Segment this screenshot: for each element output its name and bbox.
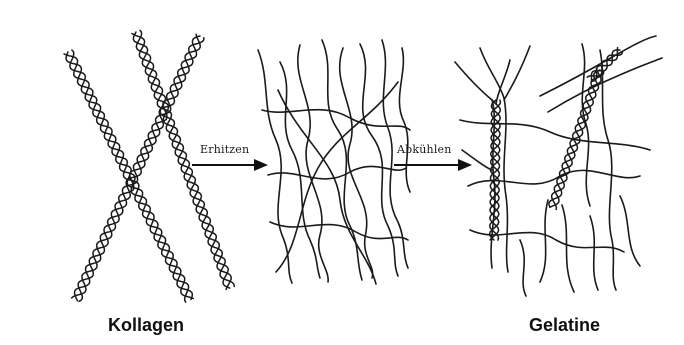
network-chain bbox=[562, 205, 574, 292]
helix-strand bbox=[133, 32, 229, 288]
heating-arrow bbox=[192, 159, 268, 171]
denatured-chains bbox=[258, 40, 410, 284]
heating-label: Erhitzen bbox=[200, 143, 249, 156]
network-chain bbox=[520, 240, 526, 296]
network-chain bbox=[540, 200, 548, 282]
triple-helix bbox=[72, 34, 204, 301]
triple-helix bbox=[64, 50, 193, 302]
gelatine-caption: Gelatine bbox=[529, 315, 600, 336]
network-chain bbox=[600, 50, 616, 290]
random-chain bbox=[278, 90, 376, 284]
network-chain bbox=[460, 120, 650, 150]
collagen-caption: Kollagen bbox=[108, 315, 184, 336]
cooling-label: Abkühlen bbox=[397, 143, 452, 156]
helix-strand bbox=[550, 70, 600, 207]
network-chain bbox=[620, 196, 640, 266]
collagen-triple-helices bbox=[64, 31, 234, 303]
network-chain bbox=[480, 48, 508, 272]
gelatine-network bbox=[455, 36, 662, 296]
network-chain bbox=[590, 216, 598, 290]
network-chain bbox=[504, 46, 530, 100]
network-chain bbox=[470, 230, 624, 252]
network-chain bbox=[582, 44, 590, 206]
random-chain bbox=[268, 166, 406, 178]
